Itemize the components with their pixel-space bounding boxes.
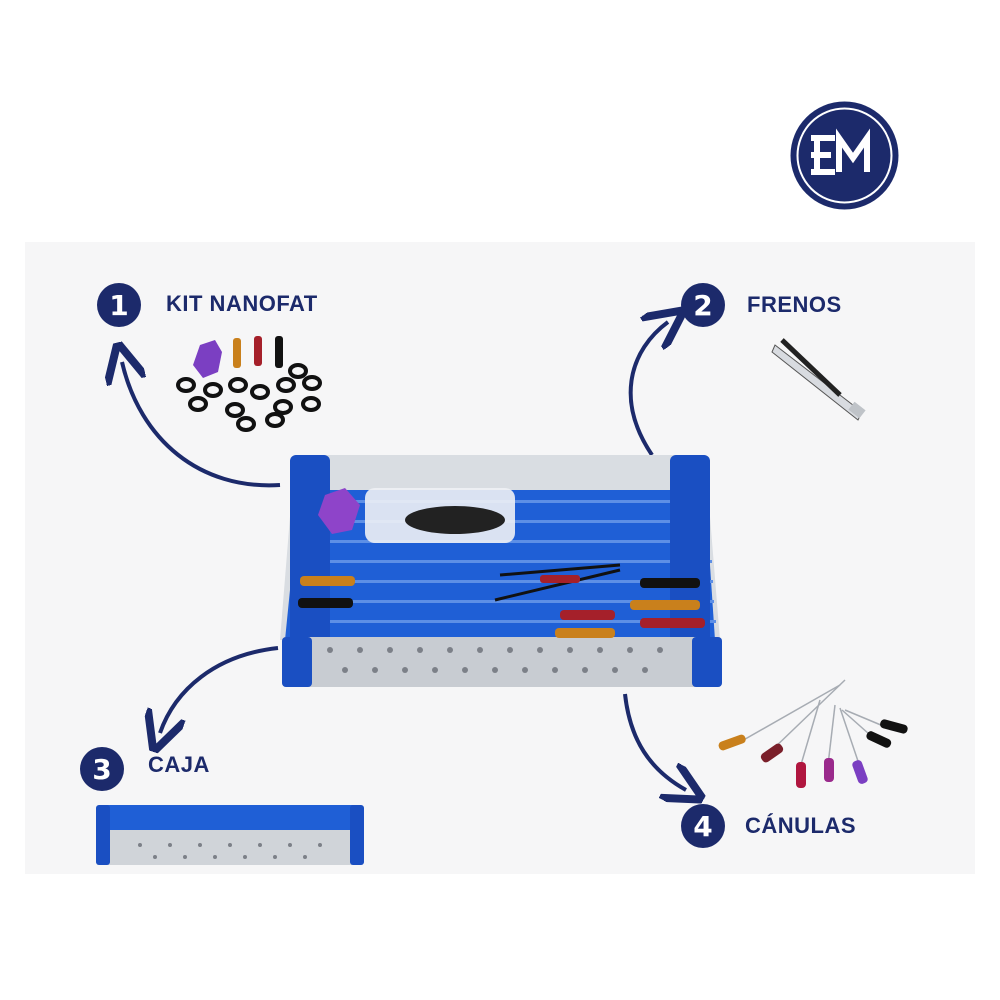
arrow-to-frenos [628,322,668,457]
em-logo [789,100,900,211]
badge-4: 4 [681,804,725,848]
label-frenos: FRENOS [747,292,842,317]
arrow-to-caja [160,646,279,733]
label-caja: CAJA [148,752,210,777]
label-kit-nanofat: KIT NANOFAT [166,291,318,316]
badge-3: 3 [80,747,124,791]
badge-1: 1 [97,283,141,327]
arrow-to-canulas [623,693,686,790]
arrow-to-kit [122,362,281,488]
label-canulas: CÁNULAS [745,813,857,838]
badge-2: 2 [681,283,725,327]
